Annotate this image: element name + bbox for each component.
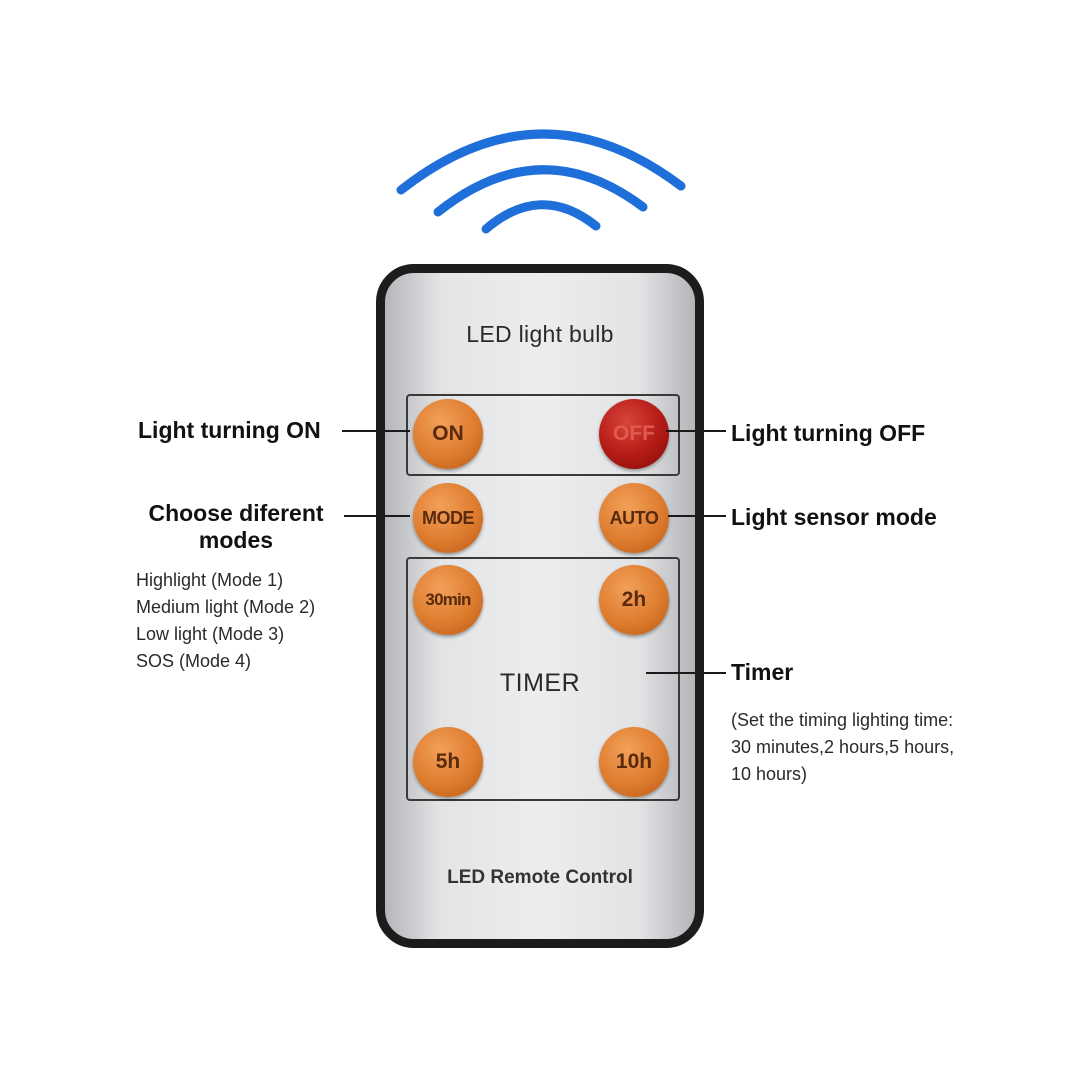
wifi-signal-icon <box>396 129 686 234</box>
timer-desc-line: 30 minutes,2 hours,5 hours, <box>731 737 955 757</box>
remote-control: LED light bulb ON OFF MODE AUTO 30min 2h… <box>376 264 704 948</box>
timer-5h-button[interactable]: 5h <box>413 727 483 797</box>
leader-line-mode <box>344 515 410 517</box>
auto-button[interactable]: AUTO <box>599 483 669 553</box>
label-choose-modes-line2: modes <box>198 527 274 553</box>
timer-30min-button[interactable]: 30min <box>413 565 483 635</box>
label-light-off: Light turning OFF <box>731 420 926 446</box>
timer-desc-line: (Set the timing lighting time: <box>731 710 954 730</box>
mode-list-item: SOS (Mode 4) <box>136 651 252 671</box>
on-off-group <box>406 394 680 476</box>
mode-list-item: Low light (Mode 3) <box>136 624 285 644</box>
leader-line-timer <box>646 672 726 674</box>
timer-description: (Set the timing lighting time: 30 minute… <box>731 707 954 788</box>
remote-title: LED light bulb <box>466 321 614 347</box>
off-button[interactable]: OFF <box>599 399 669 469</box>
timer-10h-button[interactable]: 10h <box>599 727 669 797</box>
mode-button[interactable]: MODE <box>413 483 483 553</box>
timer-label: TIMER <box>499 669 581 697</box>
remote-footer: LED Remote Control <box>447 867 633 888</box>
label-timer: Timer <box>731 659 794 685</box>
leader-line-on <box>342 430 410 432</box>
timer-desc-line: 10 hours) <box>731 764 808 784</box>
on-button[interactable]: ON <box>413 399 483 469</box>
leader-line-off <box>666 430 726 432</box>
label-light-on: Light turning ON <box>138 417 321 443</box>
timer-2h-button[interactable]: 2h <box>599 565 669 635</box>
label-light-sensor: Light sensor mode <box>731 504 937 530</box>
timer-group <box>406 557 680 801</box>
mode-list-item: Highlight (Mode 1) <box>136 570 284 590</box>
label-choose-modes-line1: Choose diferent <box>148 500 324 526</box>
mode-list-item: Medium light (Mode 2) <box>136 597 316 617</box>
leader-line-auto <box>668 515 726 517</box>
mode-list: Highlight (Mode 1) Medium light (Mode 2)… <box>136 567 315 675</box>
